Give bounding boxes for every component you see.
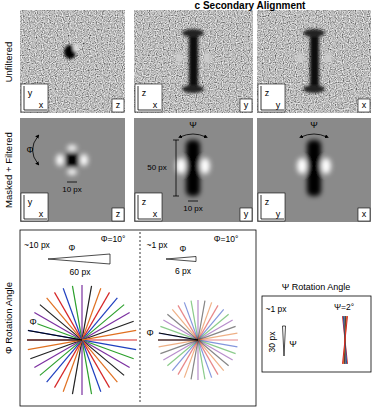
rotation-panels: [20, 230, 371, 406]
fan-line: [28, 330, 136, 349]
annotation-label: y: [28, 89, 33, 98]
axis-corners: [21, 84, 370, 221]
annotation-label: Ψ: [310, 121, 318, 130]
annotation-label: z: [116, 210, 121, 219]
annotation-label: Ψ: [189, 121, 197, 130]
annotation-label: Φ: [69, 244, 76, 253]
annotation-label: z: [265, 198, 270, 207]
annotation-label: Ψ Rotation Angle: [282, 283, 351, 292]
annotation-label: x: [153, 210, 158, 219]
annotation-label: x: [39, 101, 44, 110]
fan-line: [342, 316, 347, 364]
annotation-label: z: [116, 101, 121, 110]
fan-line: [342, 316, 347, 364]
annotation-label: z: [142, 89, 147, 98]
annotation-label: Ψ: [289, 340, 297, 349]
row-label: Unfiltered: [4, 42, 14, 83]
unfiltered-panels: [20, 10, 371, 113]
annotation-label: x: [153, 101, 158, 110]
annotation-label: z: [142, 198, 147, 207]
annotation-label: Φ=10°: [101, 235, 126, 244]
filtered-panels: [20, 118, 371, 222]
annotation-label: ~1 px: [146, 241, 167, 250]
annotation-label: 30 px: [268, 332, 277, 353]
annotation-label: z: [265, 89, 270, 98]
annotation-label: Φ=10°: [214, 235, 239, 244]
annotation-label: Ψ=2°: [334, 303, 354, 312]
annotation-label: x: [362, 101, 367, 110]
fan-line: [343, 316, 346, 364]
annotation-label: ~1 px: [265, 305, 286, 314]
annotation-label: Φ: [28, 318, 37, 327]
annotation-label: Φ: [26, 146, 33, 155]
annotation-label: 50 px: [147, 164, 167, 172]
annotation-label: y: [276, 101, 281, 110]
annotation-label: x: [362, 210, 367, 219]
annotation-label: Φ: [145, 329, 154, 338]
row-label: Φ Rotation Angle: [4, 282, 14, 354]
fan-line: [343, 316, 346, 364]
annotation-label: 6 px: [175, 267, 191, 276]
row-label: Masked + Filtered: [4, 132, 14, 208]
annotation-label: 10 px: [183, 205, 203, 213]
annotation-label: y: [276, 210, 281, 219]
annotation-label: Φ: [180, 245, 187, 254]
fan-line: [159, 333, 238, 347]
annotation-label: ~10 px: [24, 241, 50, 250]
annotation-label: 60 px: [70, 268, 91, 277]
annotation-label: x: [39, 210, 44, 219]
annotation-label: y: [244, 101, 249, 110]
annotation-label: y: [244, 210, 249, 219]
annotation-label: y: [28, 198, 33, 207]
figure-title: c Secondary Alignment: [195, 1, 306, 11]
annotation-label: 10 px: [62, 186, 82, 194]
